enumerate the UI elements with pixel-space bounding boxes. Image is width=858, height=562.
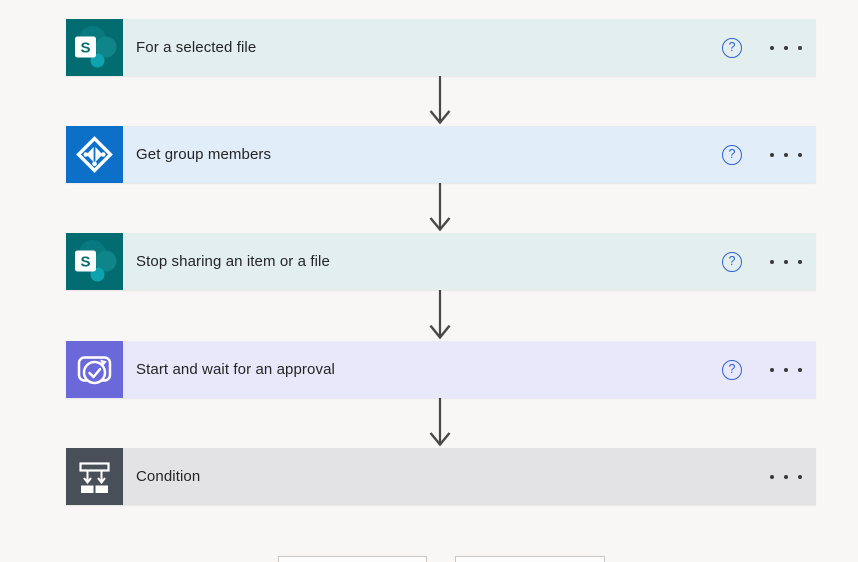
ellipsis-icon <box>770 259 774 264</box>
azure-ad-icon <box>66 126 123 183</box>
step-header: Start and wait for an approval ? <box>123 341 816 398</box>
question-glyph: ? <box>728 39 736 54</box>
ellipsis-icon <box>770 367 774 372</box>
step-title: For a selected file <box>136 39 257 56</box>
sharepoint-icon: S <box>66 233 123 290</box>
svg-text:S: S <box>80 254 90 271</box>
condition-card[interactable]: Condition <box>66 448 816 505</box>
connector-arrow[interactable] <box>427 290 453 341</box>
step-title: Condition <box>136 468 201 485</box>
branch-card[interactable] <box>455 556 605 562</box>
step-header: Condition <box>123 448 816 505</box>
help-button[interactable]: ? <box>722 37 742 58</box>
connector-arrow[interactable] <box>427 76 453 126</box>
condition-icon <box>66 448 123 505</box>
more-actions-button[interactable] <box>769 472 803 482</box>
question-glyph: ? <box>728 146 736 161</box>
step-header: Stop sharing an item or a file ? <box>123 233 816 290</box>
help-button[interactable]: ? <box>722 144 742 165</box>
more-actions-button[interactable] <box>769 257 803 267</box>
question-glyph: ? <box>728 361 736 376</box>
trigger-card-for-a-selected-file[interactable]: S For a selected file ? <box>66 19 816 76</box>
step-title: Get group members <box>136 146 272 163</box>
help-button[interactable]: ? <box>722 251 742 272</box>
step-header: Get group members ? <box>123 126 816 183</box>
action-card-stop-sharing-an-item-or-a-file[interactable]: S Stop sharing an item or a file ? <box>66 233 816 290</box>
ellipsis-icon <box>770 152 774 157</box>
ellipsis-icon <box>770 45 774 50</box>
approvals-icon <box>66 341 123 398</box>
step-header: For a selected file ? <box>123 19 816 76</box>
help-button[interactable]: ? <box>722 359 742 380</box>
more-actions-button[interactable] <box>769 365 803 375</box>
svg-text:S: S <box>80 40 90 57</box>
sharepoint-icon: S <box>66 19 123 76</box>
step-title: Stop sharing an item or a file <box>136 253 330 270</box>
connector-arrow[interactable] <box>427 183 453 233</box>
ellipsis-icon <box>770 474 774 479</box>
more-actions-button[interactable] <box>769 150 803 160</box>
connector-arrow[interactable] <box>427 398 453 448</box>
question-glyph: ? <box>728 253 736 268</box>
branch-card[interactable] <box>278 556 427 562</box>
action-card-start-and-wait-for-an-approval[interactable]: Start and wait for an approval ? <box>66 341 816 398</box>
step-title: Start and wait for an approval <box>136 361 335 378</box>
action-card-get-group-members[interactable]: Get group members ? <box>66 126 816 183</box>
more-actions-button[interactable] <box>769 43 803 53</box>
